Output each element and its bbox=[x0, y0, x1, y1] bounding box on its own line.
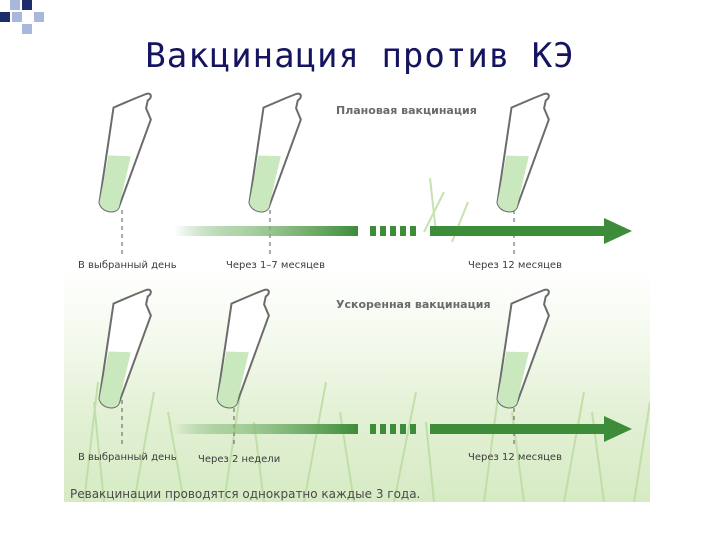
vial-top-1 bbox=[91, 86, 158, 217]
accelerated-step-1: В выбранный день bbox=[78, 452, 177, 463]
vial-bottom-1 bbox=[91, 282, 158, 413]
vaccination-diagram: Плановая вакцинация Ускоренная вакцинаци… bbox=[64, 82, 650, 502]
planned-step-3: Через 12 месяцев bbox=[468, 260, 562, 271]
vial-top-2 bbox=[241, 86, 308, 217]
accelerated-step-3: Через 12 месяцев bbox=[468, 452, 562, 463]
corner-decoration bbox=[0, 0, 60, 40]
revaccination-note: Ревакцинации проводятся однократно кажды… bbox=[70, 487, 421, 501]
timeline-arrow-top bbox=[174, 218, 632, 244]
planned-step-2: Через 1–7 месяцев bbox=[226, 260, 325, 271]
slide-title: Вакцинация против КЭ bbox=[145, 36, 575, 76]
schedule-title-accelerated: Ускоренная вакцинация bbox=[336, 298, 491, 311]
vial-bottom-2 bbox=[209, 282, 276, 413]
diagram-graphics bbox=[83, 86, 650, 502]
timeline-arrow-bottom bbox=[174, 416, 632, 442]
vial-top-3 bbox=[489, 86, 556, 217]
accelerated-step-2: Через 2 недели bbox=[198, 454, 281, 465]
schedule-title-planned: Плановая вакцинация bbox=[336, 104, 477, 117]
planned-step-1: В выбранный день bbox=[78, 260, 177, 271]
vial-bottom-3 bbox=[489, 282, 556, 413]
